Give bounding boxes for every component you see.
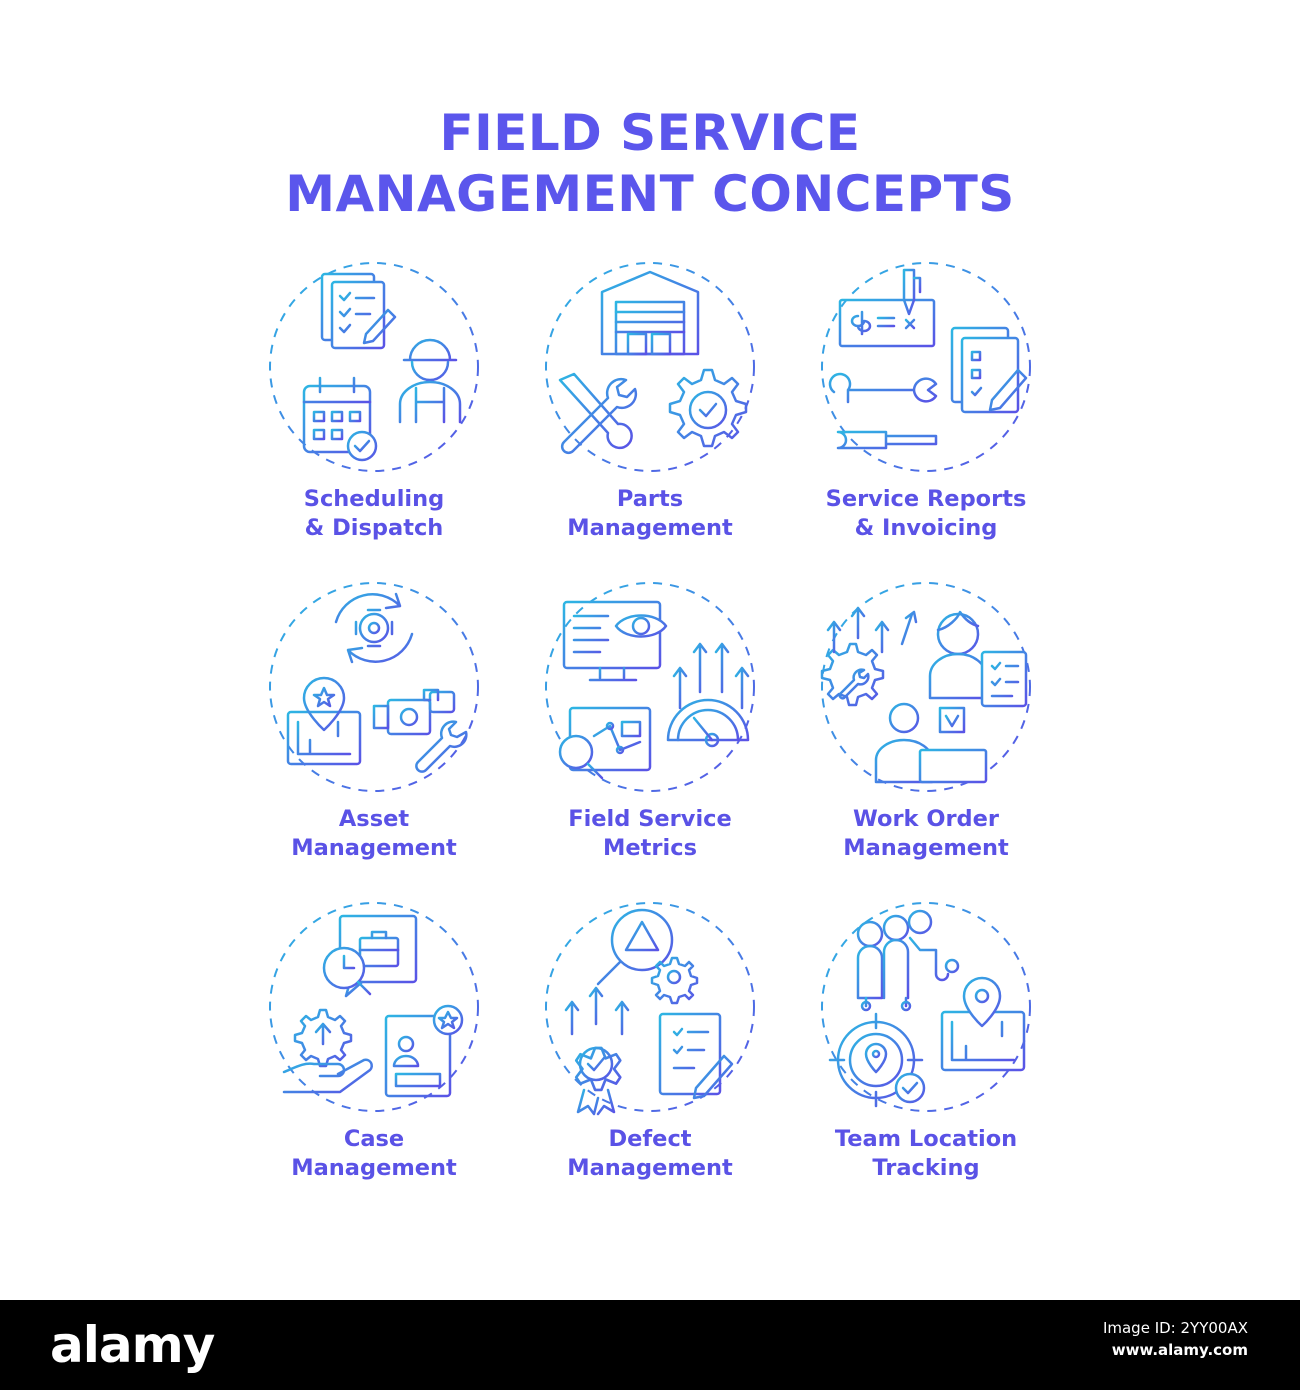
concept-label-scheduling: Scheduling & Dispatch xyxy=(303,486,445,541)
concept-label-case: Case Management xyxy=(291,1126,457,1181)
warning-search-badge-document-icon xyxy=(545,902,755,1116)
concept-label-parts: Parts Management xyxy=(567,486,733,541)
concept-label-team-location: Team Location Tracking xyxy=(834,1126,1018,1181)
title-line-1: FIELD SERVICE xyxy=(439,104,861,162)
concept-label-work-order: Work Order Management xyxy=(843,806,1009,861)
image-meta: Image ID: 2YY00AX www.alamy.com xyxy=(1103,1317,1248,1361)
schedule-worker-calendar-icon xyxy=(269,262,479,472)
concept-label-asset: Asset Management xyxy=(291,806,457,861)
monitor-chart-gauge-icon xyxy=(545,582,755,792)
alamy-logo: alamy xyxy=(50,1316,215,1374)
briefcase-gear-hand-profile-icon xyxy=(269,902,479,1112)
watermark-footer-bar xyxy=(0,1300,1300,1390)
concept-label-service-reports: Service Reports & Invoicing xyxy=(825,486,1027,541)
image-id-text: Image ID: 2YY00AX xyxy=(1102,1319,1248,1337)
page-title: FIELD SERVICE MANAGEMENT CONCEPTS xyxy=(0,103,1300,225)
team-location-target-map-icon xyxy=(821,902,1031,1112)
concept-card-case: Case Management xyxy=(254,902,494,1212)
title-line-2: MANAGEMENT CONCEPTS xyxy=(285,165,1015,223)
concept-card-scheduling: Scheduling & Dispatch xyxy=(254,262,494,572)
gear-arrows-person-laptop-icon xyxy=(820,582,1031,792)
concept-card-defect: Defect Management xyxy=(530,902,770,1212)
concept-card-asset: Asset Management xyxy=(254,582,494,892)
concept-card-team-location: Team Location Tracking xyxy=(806,902,1046,1212)
warehouse-tools-gear-icon xyxy=(545,262,755,472)
concept-label-metrics: Field Service Metrics xyxy=(568,806,732,861)
site-url: www.alamy.com xyxy=(1111,1341,1248,1359)
concept-card-service-reports: Service Reports & Invoicing xyxy=(806,262,1046,572)
refresh-gear-location-machine-icon xyxy=(269,582,479,792)
concept-card-work-order: Work Order Management xyxy=(806,582,1046,892)
concept-card-parts: Parts Management xyxy=(530,262,770,572)
concept-card-metrics: Field Service Metrics xyxy=(530,582,770,892)
concept-label-defect: Defect Management xyxy=(567,1126,733,1181)
check-wrench-report-icon xyxy=(821,262,1031,472)
